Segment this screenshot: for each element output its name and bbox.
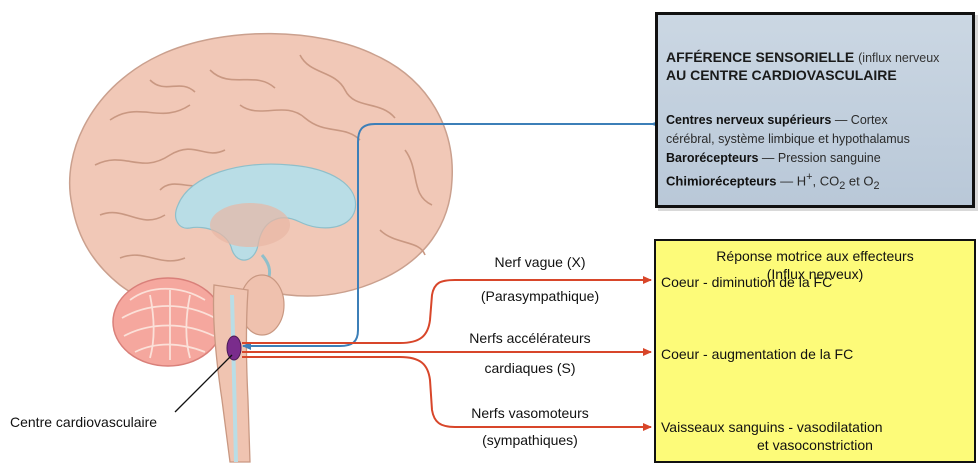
afferent-title-line2: AU CENTRE CARDIOVASCULAIRE bbox=[666, 67, 897, 83]
afferent-item-2-text: — Pression sanguine bbox=[758, 151, 880, 165]
afferent-item-2-title: Barorécepteurs bbox=[666, 151, 758, 165]
afferent-info-box: AFFÉRENCE SENSORIELLE (influx nerveux AU… bbox=[655, 12, 975, 208]
response-vessels-line1: Vaisseaux sanguins - vasodilatation bbox=[661, 418, 883, 436]
afferent-item-1-cont: cérébral, système limbique et hypothalam… bbox=[666, 130, 975, 149]
afferent-item-3-sub2: 2 bbox=[873, 180, 879, 192]
afferent-item-3-text: — H bbox=[777, 173, 807, 188]
vasomotor-label-1: Nerfs vasomoteurs bbox=[440, 405, 620, 421]
thalamus bbox=[210, 203, 290, 247]
afferent-list: Centres nerveux supérieurs — Cortex céré… bbox=[666, 111, 975, 196]
afferent-item-3-mid: , CO bbox=[813, 173, 840, 188]
afferent-item-1: Centres nerveux supérieurs — Cortex bbox=[666, 111, 975, 130]
response-heart-decrease: Coeur - diminution de la FC bbox=[661, 273, 832, 291]
afferent-item-1-title: Centres nerveux supérieurs bbox=[666, 113, 831, 127]
afferent-item-1-text: — Cortex bbox=[831, 113, 887, 127]
afferent-item-3-end: et O bbox=[845, 173, 873, 188]
response-vessels-line2: et vasoconstriction bbox=[656, 436, 974, 454]
vagus-label-2: (Parasympathique) bbox=[450, 288, 630, 304]
afferent-item-2: Barorécepteurs — Pression sanguine bbox=[666, 149, 975, 168]
response-heart-increase: Coeur - augmentation de la FC bbox=[661, 345, 853, 363]
afferent-item-3: Chimiorécepteurs — H+, CO2 et O2 bbox=[666, 168, 975, 196]
afferent-title: AFFÉRENCE SENSORIELLE (influx nerveux AU… bbox=[666, 49, 975, 84]
cardiovascular-center bbox=[227, 336, 241, 360]
accelerator-label-1: Nerfs accélérateurs bbox=[440, 330, 620, 346]
efferent-response-box: Réponse motrice aux effecteurs (Influx n… bbox=[654, 239, 976, 463]
afferent-title-line1: AFFÉRENCE SENSORIELLE bbox=[666, 49, 854, 65]
accelerator-label-2: cardiaques (S) bbox=[440, 360, 620, 376]
vagus-label-1: Nerf vague (X) bbox=[450, 254, 630, 270]
cardiovascular-center-label: Centre cardiovasculaire bbox=[10, 414, 157, 430]
vasomotor-label-2: (sympathiques) bbox=[440, 432, 620, 448]
cerebellum bbox=[113, 278, 223, 366]
afferent-item-3-title: Chimiorécepteurs bbox=[666, 173, 777, 188]
efferent-title-line1: Réponse motrice aux effecteurs bbox=[656, 247, 974, 265]
afferent-title-note: (influx nerveux bbox=[858, 51, 939, 65]
